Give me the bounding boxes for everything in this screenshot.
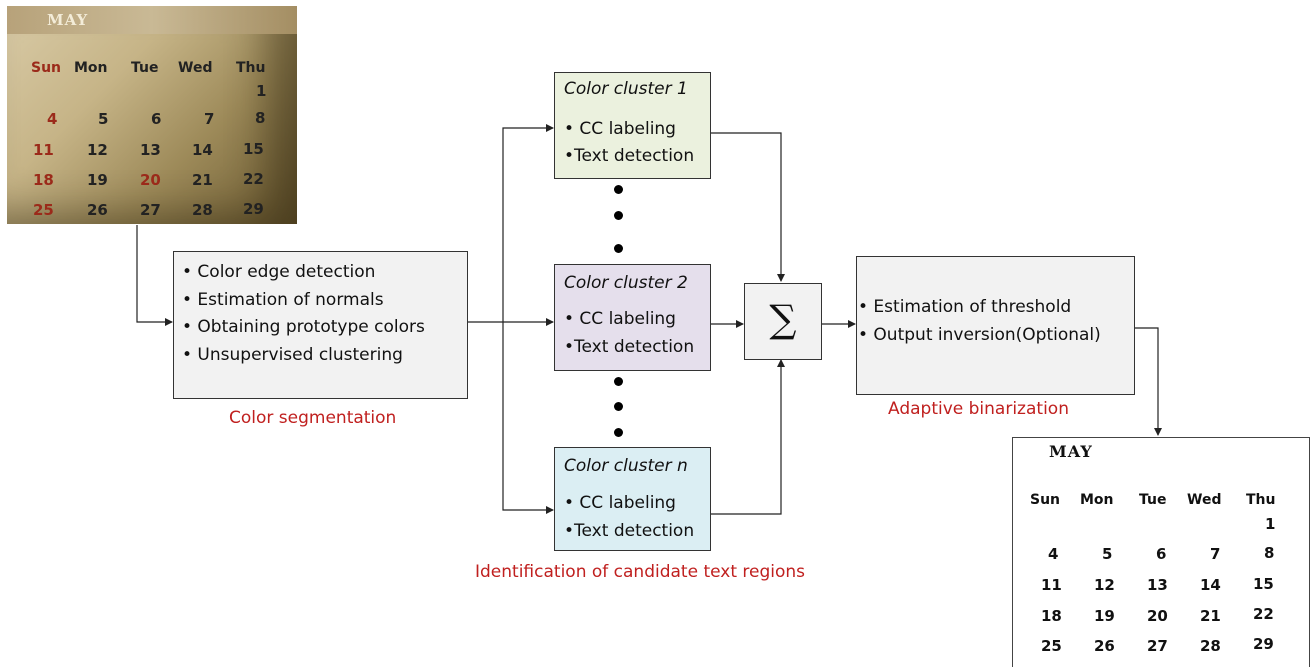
ellipsis-dot [614,211,623,220]
arrow-branch-to-clustern [502,322,554,514]
output-date: 28 [1200,637,1221,655]
segmentation-step: • Obtaining prototype colors [182,317,425,337]
output-date: 12 [1094,576,1115,594]
arrow-clustern-to-sum [710,359,785,515]
binarization-step: • Output inversion(Optional) [858,325,1101,345]
input-month-label: MAY [47,11,89,29]
output-date: 13 [1147,576,1168,594]
output-date: 1 [1265,515,1276,533]
input-date: 20 [140,171,161,189]
input-date: 28 [192,201,213,219]
output-day-header: Sun [1030,492,1061,508]
cluster-title: Color cluster 1 [564,79,688,99]
binarization-step: • Estimation of threshold [858,297,1072,317]
input-date: 18 [33,171,54,189]
input-date: 6 [151,110,162,128]
cluster-step: •Text detection [564,146,695,166]
input-date: 15 [243,140,264,158]
segmentation-step: • Unsupervised clustering [182,345,403,365]
cluster-step: • CC labeling [564,119,676,139]
arrow-branch-to-cluster1 [502,124,554,322]
color-segmentation-box: • Color edge detection • Estimation of n… [173,251,468,399]
input-date: 21 [192,171,213,189]
color-segmentation-caption: Color segmentation [229,408,397,428]
input-date: 8 [255,109,266,127]
input-date: 7 [204,110,215,128]
input-day-header: Thu [236,60,266,76]
output-date: 15 [1253,575,1274,593]
input-day-header: Wed [178,60,213,76]
output-date: 21 [1200,607,1221,625]
input-day-header: Tue [131,60,159,76]
output-date: 20 [1147,607,1168,625]
input-date: 5 [98,110,109,128]
ellipsis-dot [614,185,623,194]
arrow-binarization-to-output [1135,327,1162,436]
input-date: 1 [256,82,267,100]
cluster-n-variable: n [677,456,688,476]
input-date: 27 [140,201,161,219]
input-date: 22 [243,170,264,188]
ellipsis-dot [614,244,623,253]
input-date: 14 [192,141,213,159]
output-date: 25 [1041,637,1062,655]
output-date: 8 [1264,544,1275,562]
output-day-header: Wed [1187,492,1222,508]
input-date: 4 [47,110,58,128]
adaptive-binarization-caption: Adaptive binarization [888,399,1069,419]
cluster-title: Color cluster n [564,456,688,476]
segmentation-step: • Estimation of normals [182,290,384,310]
output-date: 19 [1094,607,1115,625]
output-date: 6 [1156,545,1167,563]
segmentation-step: • Color edge detection [182,262,376,282]
cluster-step: •Text detection [564,337,695,357]
output-date: 26 [1094,637,1115,655]
output-date: 11 [1041,576,1062,594]
output-date: 22 [1253,605,1274,623]
color-cluster-n-box: Color cluster n • CC labeling •Text dete… [554,447,711,551]
ellipsis-dot [614,402,623,411]
input-date: 25 [33,201,54,219]
cluster-step: •Text detection [564,521,695,541]
output-day-header: Thu [1246,492,1276,508]
output-date: 29 [1253,635,1274,653]
candidate-regions-caption: Identification of candidate text regions [475,562,806,582]
output-binarized-calendar: MAY Sun Mon Tue Wed Thu 1 4 5 6 7 8 11 1… [1012,437,1310,667]
sigma-symbol: ∑ [769,297,797,341]
output-date: 27 [1147,637,1168,655]
arrow-cluster1-to-sum [710,132,785,282]
cluster-step: • CC labeling [564,309,676,329]
output-month-label: MAY [1049,442,1093,461]
cluster-title: Color cluster 2 [564,273,688,293]
output-date: 7 [1210,545,1221,563]
ellipsis-dot [614,377,623,386]
input-day-header: Sun [31,60,62,76]
color-cluster-2-box: Color cluster 2 • CC labeling •Text dete… [554,264,711,371]
summation-box: ∑ [744,283,822,360]
output-date: 14 [1200,576,1221,594]
output-day-header: Mon [1080,492,1114,508]
input-date: 13 [140,141,161,159]
input-date: 11 [33,141,54,159]
output-date: 5 [1102,545,1113,563]
input-date: 12 [87,141,108,159]
output-date: 4 [1048,545,1059,563]
adaptive-binarization-box: • Estimation of threshold • Output inver… [856,256,1135,395]
input-date: 29 [243,200,264,218]
input-date: 26 [87,201,108,219]
output-date: 18 [1041,607,1062,625]
ellipsis-dot [614,428,623,437]
cluster-step: • CC labeling [564,493,676,513]
input-day-header: Mon [74,60,108,76]
output-day-header: Tue [1139,492,1167,508]
arrow-photo-to-segmentation [136,225,173,326]
input-date: 19 [87,171,108,189]
color-cluster-1-box: Color cluster 1 • CC labeling •Text dete… [554,72,711,179]
input-calendar-photo: MAY Sun Mon Tue Wed Thu 1 4 5 6 7 8 11 1… [7,6,297,224]
